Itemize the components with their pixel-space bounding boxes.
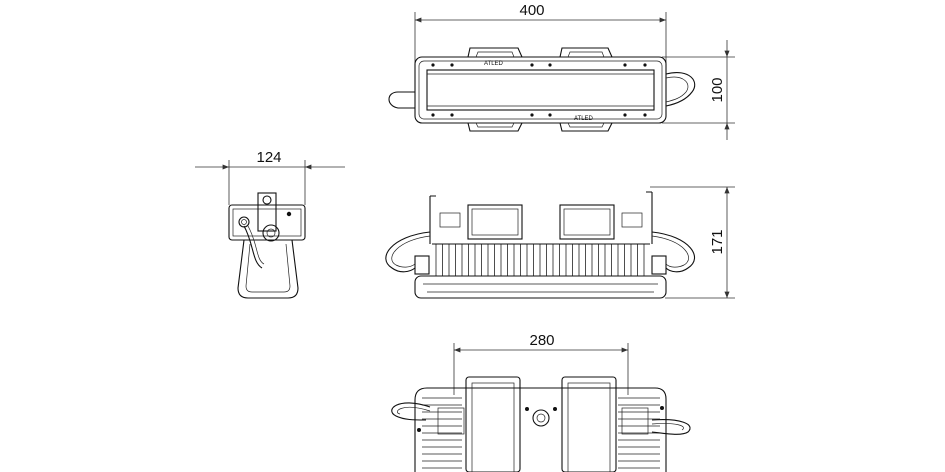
dim-front-height: 171 (650, 186, 735, 299)
bottom-view: 280 (391, 332, 691, 472)
brand-mark-bottom: ATLED (574, 116, 594, 122)
dim-label-280: 280 (529, 332, 554, 349)
dim-top-height: 100 (662, 40, 735, 140)
brand-mark-top: ATLED (484, 61, 504, 67)
heat-sink-fins (435, 244, 645, 276)
dim-side-depth: 124 (195, 149, 345, 205)
bottom-fins (422, 397, 660, 469)
front-view: 171 (385, 186, 735, 299)
side-view: 124 (195, 149, 345, 299)
dim-label-171: 171 (709, 229, 726, 254)
dim-label-124: 124 (256, 149, 281, 166)
dim-bottom-spacing: 280 (453, 332, 629, 395)
dim-top-width: 400 (414, 2, 667, 64)
dim-label-100: 100 (709, 77, 726, 102)
top-view: 400 100 ATLED ATLED (388, 2, 735, 140)
dim-label-400: 400 (519, 2, 544, 19)
top-view-screws (431, 63, 647, 117)
